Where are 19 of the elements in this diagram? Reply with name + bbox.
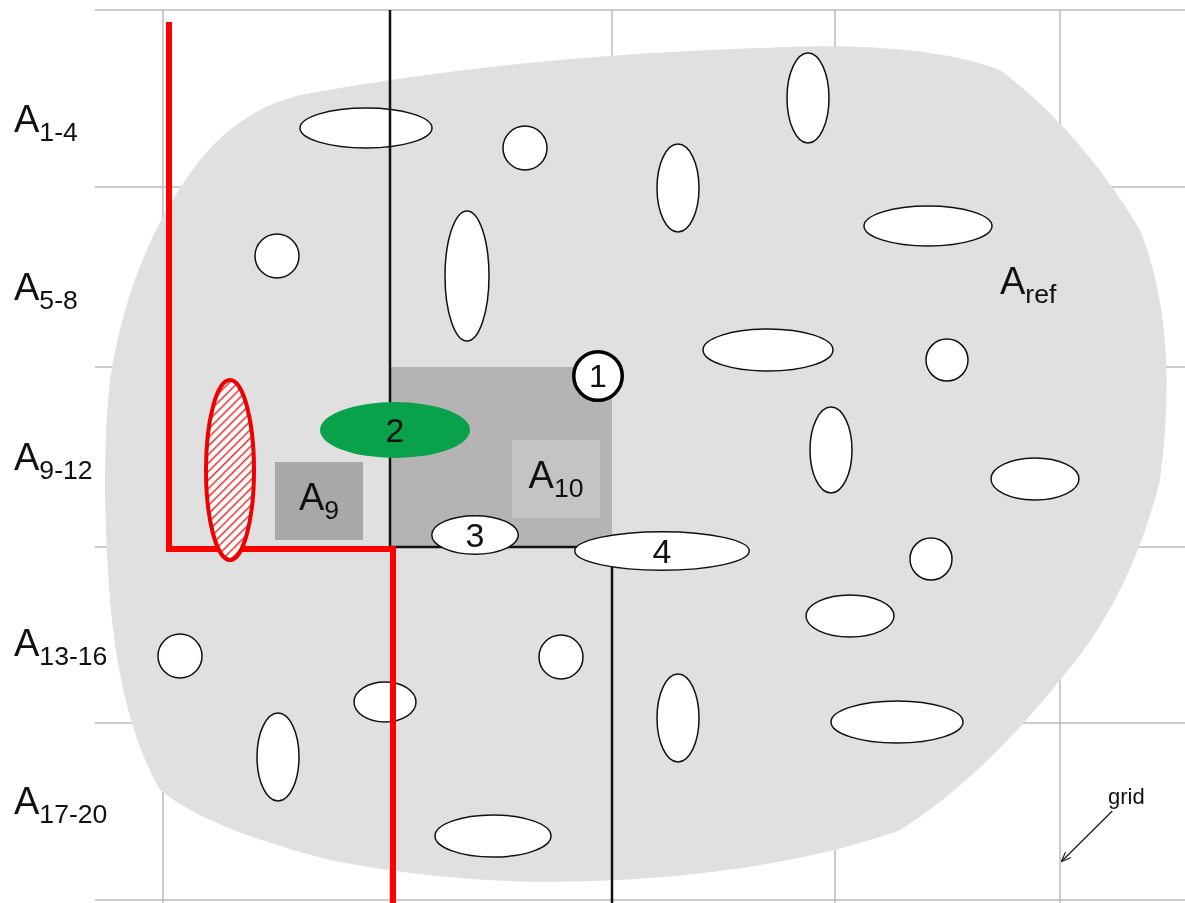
area-square [275, 462, 363, 540]
pore-ellipse [431, 515, 519, 555]
callout-number: 1 [589, 360, 607, 392]
row-label: A$_{5-8}$ [14, 268, 78, 314]
row-label: A$_{9-12}$ [14, 438, 93, 484]
area-label: A$_{9}$ [298, 478, 340, 524]
grid-label: grid [1108, 786, 1145, 808]
row-label: A$_{1-4}$ [14, 100, 78, 146]
area-label: A$_{10}$ [528, 456, 584, 502]
row-label: A$_{13-16}$ [14, 624, 108, 670]
number-circle [572, 350, 624, 402]
row-label: A$_{17-20}$ [14, 782, 108, 828]
callout-number: 3 [465, 518, 485, 552]
leader-arrow [1060, 810, 1113, 863]
callout-number: 2 [385, 413, 405, 447]
pore-ellipse [574, 531, 750, 571]
callout-number: 4 [652, 534, 672, 568]
area-label: A$_{ref}$ [1000, 262, 1057, 308]
pore-ellipse [320, 402, 470, 458]
